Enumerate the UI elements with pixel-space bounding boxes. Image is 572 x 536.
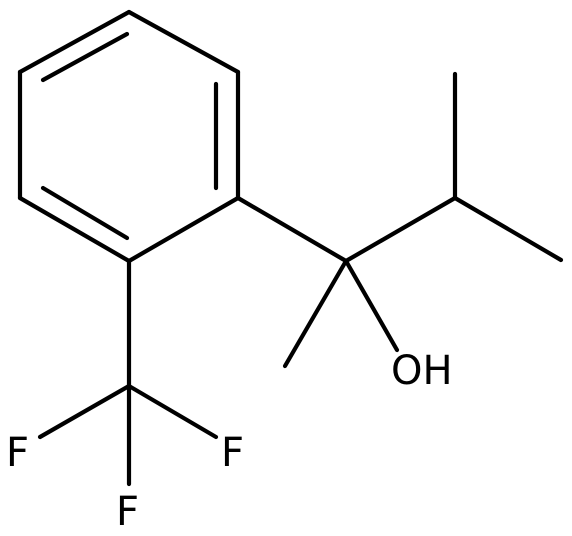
- ring-bond-bottom-right: [126, 195, 241, 264]
- hydroxyl-label: OH: [391, 348, 453, 394]
- side-chain: [235, 71, 564, 369]
- benzene-ring: [17, 9, 241, 264]
- bond-cf3-to-f-right: [126, 383, 219, 440]
- ring-bond-top-left-inner: [40, 31, 130, 83]
- ring-bond-bottom-left: [17, 195, 132, 264]
- bond-ch-to-right-methyl: [452, 195, 564, 263]
- bond-cf3-to-f-left: [37, 383, 132, 440]
- bond-carbinol-to-methyl: [282, 258, 349, 369]
- ring-bond-top-left: [17, 9, 132, 75]
- bond-carbinol-to-ch: [343, 195, 458, 264]
- fluorine-right-label: F: [221, 430, 244, 476]
- fluorine-left-label: F: [6, 430, 29, 476]
- ring-bond-bottom-left-inner: [40, 185, 130, 241]
- bond-carbinol-to-oh: [343, 258, 400, 353]
- trifluoromethyl-group: [37, 258, 219, 487]
- bond-ring-to-carbinol: [235, 195, 349, 264]
- ring-bond-top-right: [126, 9, 241, 75]
- fluorine-bottom-label: F: [116, 489, 139, 535]
